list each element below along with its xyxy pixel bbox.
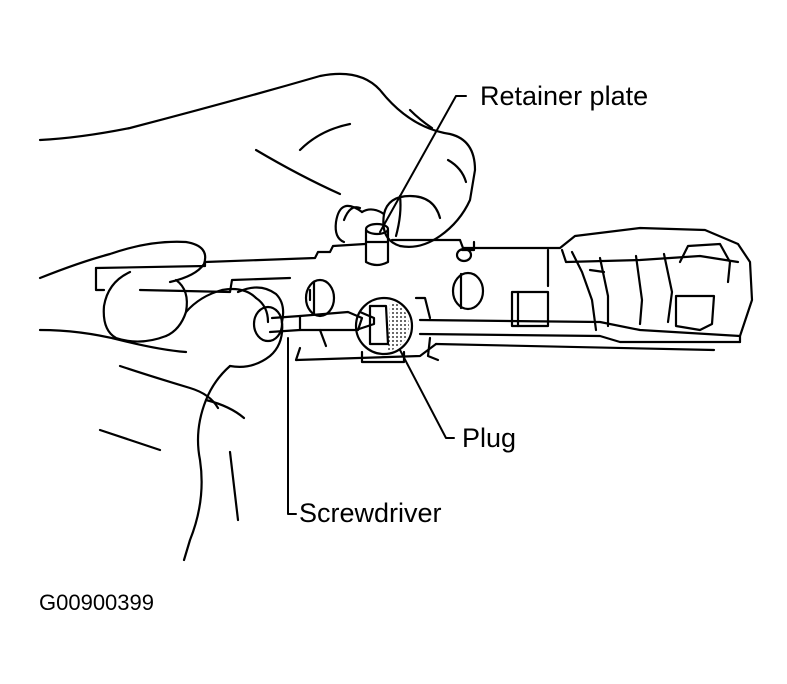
upper-hand: [38, 72, 477, 248]
retainer-plate-leader: [379, 95, 467, 233]
figure-id-label: G00900399: [39, 590, 154, 615]
plug-part: [354, 296, 414, 364]
retainer-plate-part: [364, 222, 390, 267]
leader-lines: [287, 95, 467, 515]
valve-body: [94, 226, 754, 362]
screwdriver-leader: [287, 337, 297, 515]
screwdriver-label: Screwdriver: [299, 498, 442, 528]
screwdriver-tool: [252, 305, 364, 343]
valve-bores: [304, 247, 485, 318]
plug-leader: [399, 349, 455, 439]
retainer-plate-label: Retainer plate: [480, 81, 649, 111]
plug-label: Plug: [462, 423, 517, 453]
lower-hand: [38, 240, 285, 562]
